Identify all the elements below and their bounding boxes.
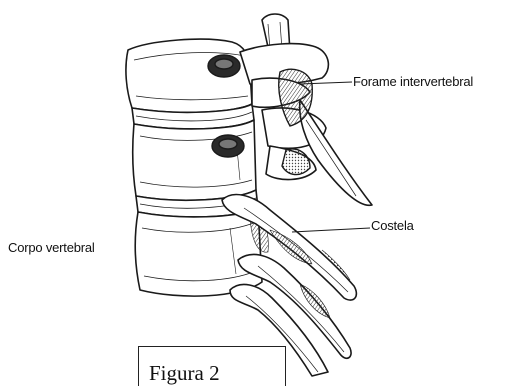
- costela-label: Costela: [371, 218, 414, 233]
- figure-caption-box: Figura 2: [138, 346, 286, 386]
- vertebral-body-middle: [133, 120, 256, 200]
- vertebral-body-lower: [135, 208, 262, 296]
- forame-intervertebral-label: Forame intervertebral: [353, 74, 473, 89]
- figure-caption: Figura 2: [149, 361, 220, 386]
- costela-leader-line: [292, 228, 370, 232]
- corpo-vertebral-label: Corpo vertebral: [8, 240, 95, 255]
